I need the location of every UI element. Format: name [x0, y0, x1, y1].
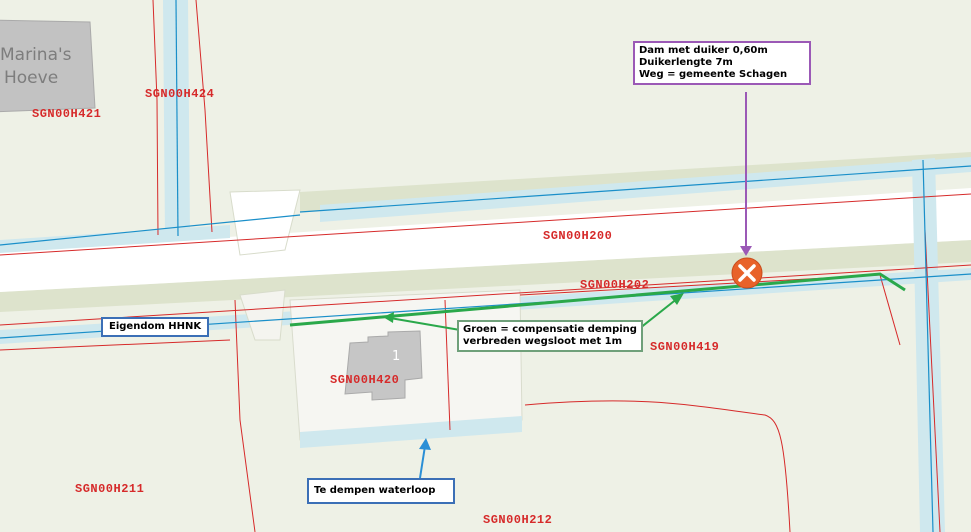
parcel-label-h419: SGN00H419: [650, 340, 719, 354]
entrance-left: [239, 289, 286, 341]
water-upper: [320, 157, 971, 222]
parcel-label-h211: SGN00H211: [75, 482, 144, 496]
parcel-label-h420: SGN00H420: [330, 373, 399, 387]
green-compensation-line: [289, 272, 906, 327]
callout-dam-line1: Dam met duiker 0,60m: [639, 45, 768, 56]
water-dempen: [300, 416, 522, 448]
parcel-label-h421: SGN00H421: [32, 107, 101, 121]
blue-leader-line: [419, 445, 426, 479]
green-leader-right-arrowhead: [670, 293, 684, 305]
callout-groen-compensatie: Groen = compensatie demping verbreden we…: [457, 320, 643, 352]
callout-eigendom-text: Eigendom HHNK: [109, 321, 202, 332]
parcel-label-h424: SGN00H424: [145, 87, 214, 101]
building-marinas-hoeve: [0, 19, 96, 113]
main-road: [0, 188, 971, 292]
house-number: 1: [392, 349, 400, 364]
parcel-label-h200: SGN00H200: [543, 229, 612, 243]
callout-dam-duiker: Dam met duiker 0,60m Duikerlengte 7m Weg…: [633, 41, 811, 85]
callout-dam-line2: Duikerlengte 7m: [639, 57, 733, 68]
green-leader-left-arrowhead: [383, 312, 394, 323]
callout-eigendom-hhnk: Eigendom HHNK: [101, 317, 210, 337]
building-name-line1: Marina's: [0, 45, 72, 65]
callout-groen-line1: Groen = compensatie demping: [463, 324, 637, 335]
parcel-label-h212: SGN00H212: [483, 513, 552, 527]
callout-dam-line3: Weg = gemeente Schagen: [639, 69, 788, 80]
blue-leader-arrowhead: [419, 438, 431, 450]
verge-lower: [0, 240, 971, 312]
x-circle-icon[interactable]: [731, 257, 763, 289]
green-leader-left: [389, 317, 461, 331]
parcel-label-h202: SGN00H202: [580, 278, 649, 292]
building-name-line2: Hoeve: [4, 68, 58, 88]
callout-dempen-text: Te dempen waterloop: [314, 485, 436, 496]
callout-groen-line2: verbreden wegsloot met 1m: [463, 336, 623, 347]
callout-te-dempen: Te dempen waterloop: [307, 478, 455, 504]
house: [344, 330, 423, 401]
driveway: [229, 189, 301, 256]
purple-leader-arrowhead: [740, 246, 752, 256]
